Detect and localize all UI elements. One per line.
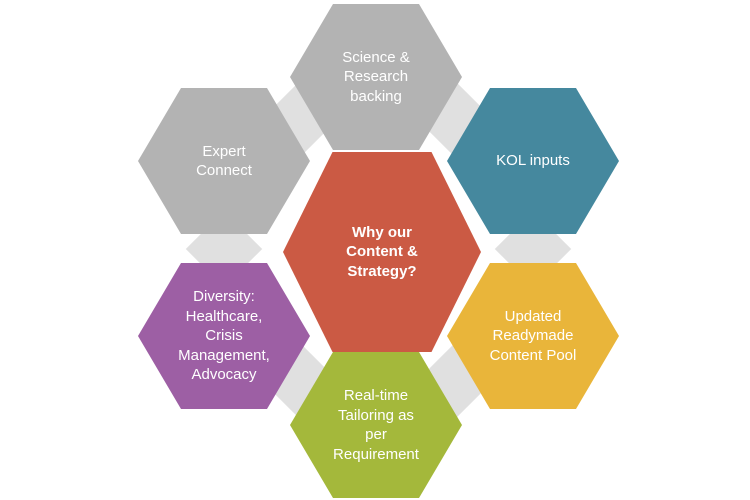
hex-label-kol-inputs: KOL inputs [496, 152, 570, 170]
hex-center-why-our-content-strategy: Why our Content & Strategy? [283, 152, 481, 352]
hex-label-expert-connect: Expert Connect [196, 142, 252, 180]
hex-label-science-research-backing: Science & Research backing [342, 48, 410, 105]
hex-label-real-time-tailoring: Real-time Tailoring as per Requirement [333, 387, 419, 463]
hex-label-updated-readymade-content-pool: Updated Readymade Content Pool [489, 307, 577, 364]
hex-label-diversity: Diversity: Healthcare, Crisis Management… [178, 288, 270, 384]
hex-label-center: Why our Content & Strategy? [346, 223, 418, 280]
